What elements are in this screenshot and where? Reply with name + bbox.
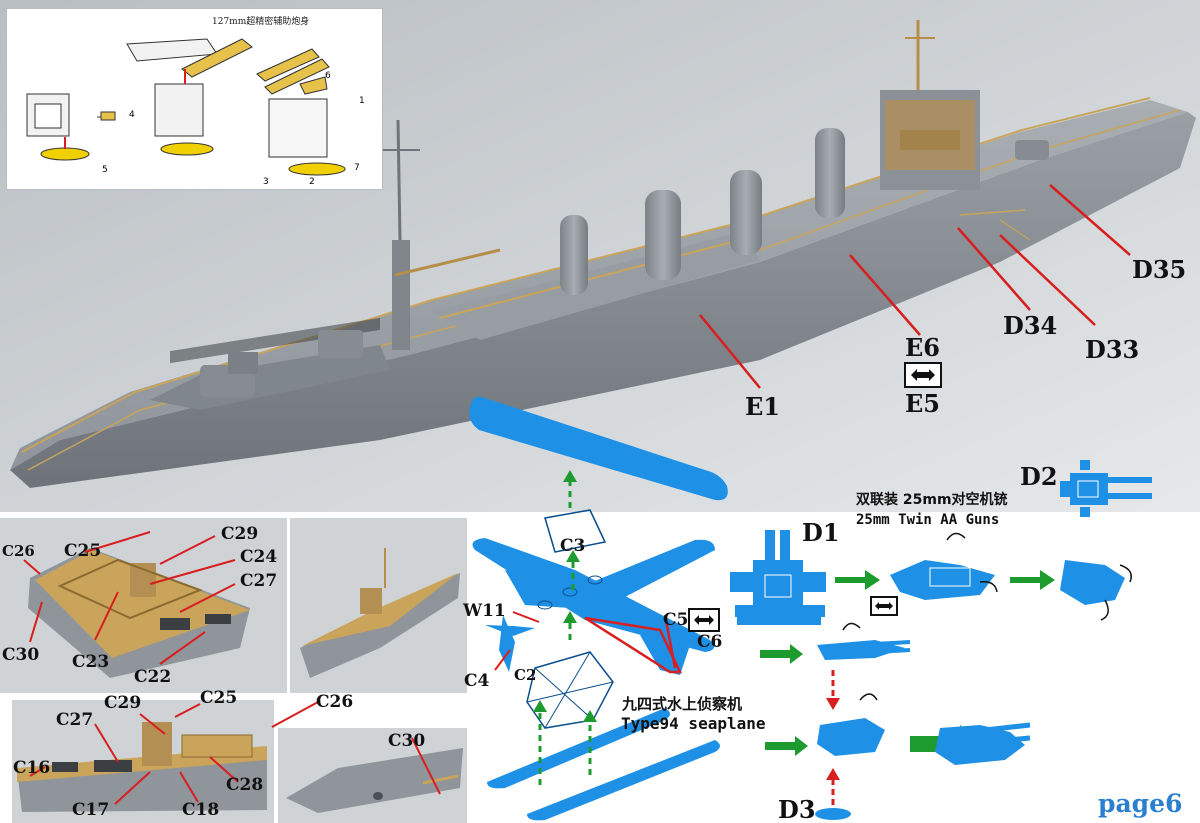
inset-part-6: 6 (325, 71, 331, 81)
label-d34: D34 (1003, 311, 1058, 340)
label-c3: C3 (560, 536, 586, 556)
ship-photo-graphic (0, 0, 1200, 512)
page-number: page6 (1098, 789, 1183, 818)
swap-arrow-e6-e5 (904, 362, 942, 388)
leader-d35 (1049, 184, 1131, 256)
inset-part-3: 3 (263, 177, 269, 187)
label-c26-top: C26 (2, 542, 35, 560)
label-c28-bottom: C28 (226, 775, 264, 795)
leader-d33 (999, 234, 1096, 326)
aa-title-en: 25mm Twin AA Guns (856, 512, 1000, 528)
label-c6: C6 (697, 632, 723, 652)
label-c29-top: C29 (221, 524, 259, 544)
leader-c30-top (29, 601, 43, 643)
label-c27-bottom: C27 (56, 710, 94, 730)
leader-c24-top (149, 559, 236, 585)
label-c26-bottom: C26 (316, 692, 354, 712)
leader-c29-top (159, 535, 216, 565)
label-d1: D1 (802, 518, 840, 547)
boat-photo-bottom-right (278, 728, 467, 823)
leader-d34 (957, 227, 1031, 311)
swap-arrow-c5-c6 (688, 608, 720, 632)
label-e1: E1 (745, 392, 780, 421)
label-d3: D3 (778, 795, 816, 823)
label-c17-bottom: C17 (72, 800, 110, 820)
inset-drawing (26, 38, 346, 176)
leader-c26-top (23, 559, 41, 575)
label-c23-top: C23 (72, 652, 110, 672)
leader-c17-bottom (114, 771, 151, 805)
leader-e1 (699, 314, 761, 389)
inset-part-2: 2 (309, 177, 315, 187)
label-c29-bottom: C29 (104, 693, 142, 713)
label-e5: E5 (905, 389, 940, 418)
inset-part-5: 5 (102, 165, 108, 175)
leader-c30-bottom (411, 737, 441, 795)
label-c2: C2 (514, 666, 537, 684)
leader-c25-bottom (174, 703, 201, 718)
label-c22-top: C22 (134, 667, 172, 687)
inset-caption: 127mm超精密辅助炮身 (212, 17, 310, 27)
boat-bottom-left-graphic (17, 722, 267, 812)
label-c25-top: C25 (64, 541, 102, 561)
inset-part-4: 4 (129, 110, 135, 120)
ship-leader-lines (699, 184, 1131, 389)
label-c24-top: C24 (240, 547, 278, 567)
ship-photo (0, 0, 1200, 512)
label-d33: D33 (1085, 335, 1140, 364)
aa-title-cn: 双联装 25mm对空机铳 (856, 492, 1008, 508)
leader-c27-bottom (94, 723, 119, 763)
label-e6: E6 (905, 333, 940, 362)
inset-diagram: 127mm超精密辅助炮身 1 2 3 4 5 6 7 (6, 8, 383, 190)
leader-c18-bottom (179, 771, 199, 803)
boat-top-right-graphic (300, 548, 460, 678)
inset-part-1: 1 (359, 96, 365, 106)
d2-part (1060, 460, 1152, 517)
boat-photo-top-right (290, 518, 467, 693)
label-c5: C5 (663, 610, 689, 630)
label-c4: C4 (464, 671, 490, 691)
swap-arrow-icon (911, 369, 935, 381)
seaplane-name-en: Type94 seaplane (621, 714, 766, 733)
boat-photo-top-left (0, 518, 287, 693)
inset-part-7: 7 (354, 163, 360, 173)
label-c18-bottom: C18 (182, 800, 220, 820)
swap-arrow-icon (694, 615, 714, 625)
label-c30-top: C30 (2, 645, 40, 665)
label-c16-bottom: C16 (13, 758, 51, 778)
label-c25-bottom: C25 (200, 688, 238, 708)
boat-leader-lines (23, 531, 441, 805)
leader-c27-top (179, 583, 236, 613)
label-c30-bottom: C30 (388, 731, 426, 751)
boat-top-left-graphic (28, 548, 250, 678)
boat-bottom-right-graphic (286, 748, 463, 813)
label-c27-top: C27 (240, 571, 278, 591)
leader-c16-bottom (29, 766, 46, 777)
seaplane-name-cn: 九四式水上侦察机 (622, 695, 743, 713)
leader-c26-bottom (271, 701, 319, 728)
leader-e6 (849, 254, 921, 336)
leader-c28-bottom (209, 756, 239, 783)
aa-guns-diagram (730, 530, 1132, 820)
leader-c29-bottom (139, 713, 166, 735)
seaplane-diagram (469, 396, 728, 821)
leader-c25-top (84, 531, 151, 553)
leader-c22-top (159, 631, 206, 665)
label-d2: D2 (1020, 462, 1058, 491)
label-d35: D35 (1132, 255, 1187, 284)
label-w11: W11 (463, 601, 506, 621)
leader-c23-top (94, 591, 119, 641)
boat-photo-bottom-left (12, 700, 274, 823)
